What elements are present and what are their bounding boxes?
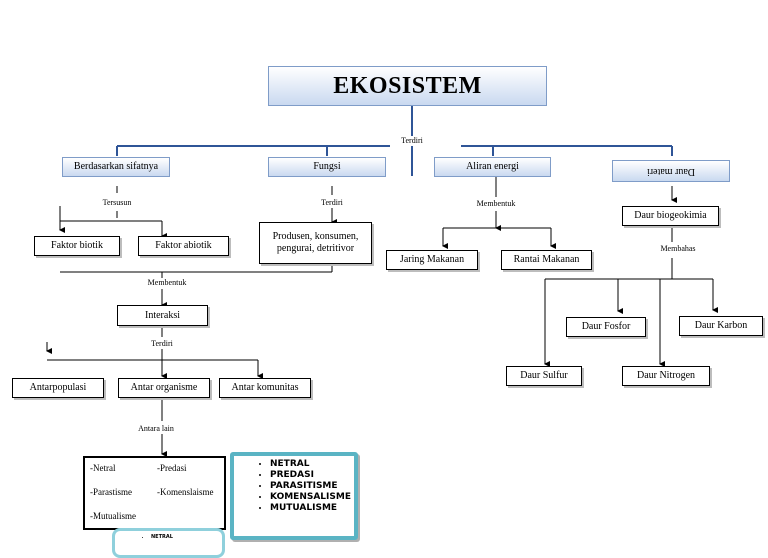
label-membentuk-faktor: Membentuk xyxy=(145,278,189,287)
relation-komensalisme: -Komenslaisme xyxy=(157,487,214,497)
node-daur-fosfor: Daur Fosfor xyxy=(566,317,646,337)
connector-lines xyxy=(46,106,718,457)
list-item: PREDASI xyxy=(270,470,354,481)
node-daur-sulfur: Daur Sulfur xyxy=(506,366,582,386)
label-terdiri-top: Terdiri xyxy=(399,136,425,145)
label-terdiri-fungsi: Terdiri xyxy=(319,198,345,207)
relation-mutualisme: -Mutualisme xyxy=(90,511,136,521)
list-item: NETRAL xyxy=(151,534,222,540)
node-jaring-makanan: Jaring Makanan xyxy=(386,250,478,270)
node-rantai-makanan: Rantai Makanan xyxy=(501,250,592,270)
node-fungsi: Fungsi xyxy=(268,157,386,177)
flipped-label: Daur materi xyxy=(646,166,696,177)
node-antar-organisme: Antar organisme xyxy=(118,378,210,398)
node-daur-nitrogen: Daur Nitrogen xyxy=(622,366,710,386)
mini-list-box: NETRAL xyxy=(112,528,225,558)
node-faktor-abiotik: Faktor abiotik xyxy=(138,236,229,256)
relations-box: -Netral -Predasi -Parastisme -Komenslais… xyxy=(83,456,226,530)
node-daur-biogeokimia: Daur biogeokimia xyxy=(622,206,719,226)
list-item: NETRAL xyxy=(270,459,354,470)
label-membahas: Membahas xyxy=(658,244,698,253)
title-box: EKOSISTEM xyxy=(268,66,547,106)
node-produsen: Produsen, konsumen, pengurai, detritivor xyxy=(259,222,372,264)
relation-parasitisme: -Parastisme xyxy=(90,487,132,497)
list-item: PARASITISME xyxy=(270,481,354,492)
relation-netral: -Netral xyxy=(90,463,116,473)
node-antar-komunitas: Antar komunitas xyxy=(219,378,311,398)
node-antarpopulasi: Antarpopulasi xyxy=(12,378,104,398)
bullet-list-box: NETRAL PREDASI PARASITISME KOMENSALISME … xyxy=(230,452,358,540)
node-aliran-energi: Aliran energi xyxy=(434,157,551,177)
list-item: KOMENSALISME xyxy=(270,492,354,503)
label-terdiri-interaksi: Terdiri xyxy=(149,339,175,348)
list-item: MUTUALISME xyxy=(270,503,354,514)
relation-predasi: -Predasi xyxy=(157,463,187,473)
bullet-list: NETRAL PREDASI PARASITISME KOMENSALISME … xyxy=(234,459,354,514)
page-title: EKOSISTEM xyxy=(333,72,482,99)
label-tersusun: Tersusun xyxy=(100,198,134,207)
label-membentuk-aliran: Membentuk xyxy=(474,199,518,208)
node-faktor-biotik: Faktor biotik xyxy=(34,236,120,256)
node-daur-materi: Daur materi xyxy=(612,160,730,182)
label-antara-lain: Antara lain xyxy=(136,424,176,433)
node-berdasarkan-sifatnya: Berdasarkan sifatnya xyxy=(62,157,170,177)
node-interaksi: Interaksi xyxy=(117,305,208,326)
node-daur-karbon: Daur Karbon xyxy=(679,316,763,336)
